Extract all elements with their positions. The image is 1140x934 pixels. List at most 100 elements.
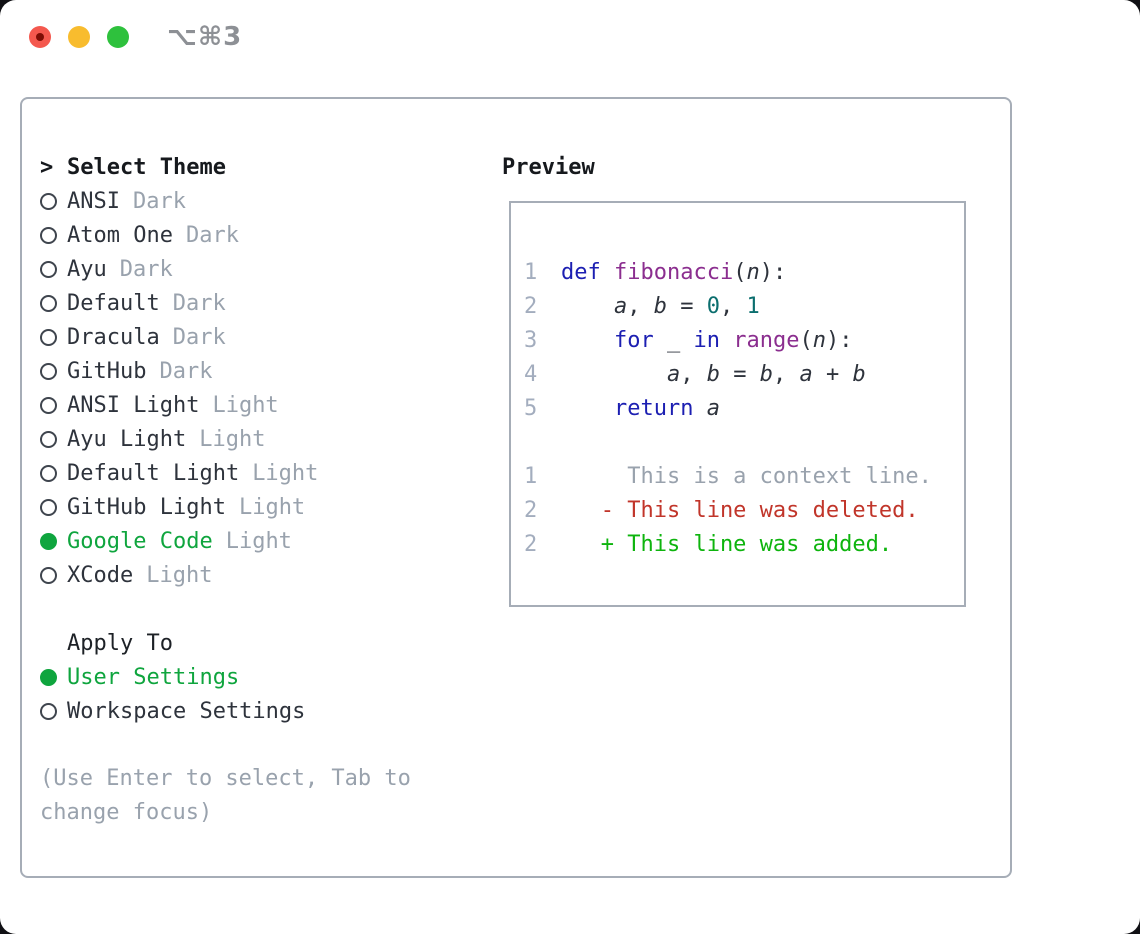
radio-selected-icon	[40, 524, 67, 558]
preview-line: 3 for _ in range(n):	[524, 323, 964, 357]
radio-selected-icon	[40, 660, 67, 694]
maximize-button[interactable]	[107, 26, 129, 48]
token-var: a	[613, 293, 628, 319]
theme-variant: Dark	[185, 222, 239, 248]
token-kw: def	[561, 259, 601, 285]
theme-name: Google Code	[67, 528, 213, 554]
theme-name: Atom One	[67, 222, 173, 248]
token-var: b	[759, 361, 773, 387]
line-number: 2	[524, 531, 538, 557]
theme-name: XCode	[67, 562, 134, 588]
token-add: + This line was added.	[561, 531, 893, 557]
token-pl: =	[666, 293, 707, 319]
keyboard-hint: (Use Enter to select, Tab to change focu…	[40, 766, 411, 825]
radio-icon	[40, 184, 67, 218]
token-var: b	[653, 293, 667, 319]
theme-variant: Light	[225, 528, 292, 554]
preview-title: Preview	[502, 154, 595, 180]
theme-name: Default	[67, 290, 160, 316]
apply-to-header: Apply To	[67, 630, 173, 656]
theme-option-xcode[interactable]: XCode Light	[40, 558, 411, 592]
theme-option-ansi-light[interactable]: ANSI Light Light	[40, 388, 411, 422]
theme-variant: Light	[238, 494, 306, 520]
token-pl	[693, 396, 706, 421]
code-text: for _ in range(n):	[561, 328, 852, 353]
apply-option-user-settings[interactable]: User Settings	[40, 660, 411, 694]
theme-name: ANSI Light	[67, 392, 200, 418]
theme-name: Ayu Light	[67, 426, 187, 452]
line-number: 5	[524, 395, 538, 421]
preview-line: 4 a, b = b, a + b	[524, 357, 964, 391]
theme-variant: Dark	[132, 188, 186, 214]
token-kw: for	[613, 327, 654, 353]
theme-option-github-light[interactable]: GitHub Light Light	[40, 490, 411, 524]
theme-name: GitHub	[67, 358, 147, 384]
token-pl: (	[799, 327, 813, 353]
select-theme-header: > Select Theme	[40, 150, 411, 184]
theme-option-ayu-light[interactable]: Ayu Light Light	[40, 422, 411, 456]
preview-line: 2 + This line was added.	[524, 527, 964, 561]
radio-icon	[40, 252, 67, 286]
theme-option-default-light[interactable]: Default Light Light	[40, 456, 411, 490]
theme-variant: Dark	[172, 324, 226, 350]
theme-option-dracula[interactable]: Dracula Dark	[40, 320, 411, 354]
minimize-button[interactable]	[68, 26, 90, 48]
token-pl: =	[719, 361, 760, 387]
token-var: b	[852, 361, 866, 387]
apply-option-label: User Settings	[67, 664, 240, 690]
theme-variant: Light	[252, 460, 319, 486]
token-pl	[561, 396, 614, 421]
code-text: return a	[561, 396, 720, 421]
token-pl: ,	[719, 293, 747, 319]
token-pl	[680, 328, 693, 353]
token-var: _	[666, 327, 681, 353]
preview-line	[524, 425, 964, 459]
preview-line: 2 a, b = 0, 1	[524, 289, 964, 323]
line-number: 2	[524, 293, 538, 319]
theme-option-ansi[interactable]: ANSI Dark	[40, 184, 411, 218]
theme-variant: Light	[146, 562, 213, 588]
token-pl: ,	[680, 361, 707, 387]
token-pl: (	[733, 259, 747, 285]
radio-icon	[40, 456, 67, 490]
window-title: ⌥⌘3	[167, 22, 243, 52]
preview-line: 1 def fibonacci(n):	[524, 255, 964, 289]
token-lit: 0	[706, 293, 720, 319]
code-text: a, b = b, a + b	[561, 362, 866, 387]
line-number: 1	[524, 259, 538, 285]
theme-name: ANSI	[67, 188, 120, 214]
close-button[interactable]	[29, 26, 51, 48]
token-var: a	[666, 361, 681, 387]
radio-icon	[40, 320, 67, 354]
theme-name: Dracula	[67, 324, 160, 350]
theme-name: Default Light	[67, 460, 240, 486]
theme-variant: Light	[212, 392, 279, 418]
preview-line: 2 - This line was deleted.	[524, 493, 964, 527]
line-number: 3	[524, 327, 538, 353]
token-kw: in	[693, 327, 720, 353]
token-del: - This line was deleted.	[561, 497, 919, 523]
select-theme-title: Select Theme	[67, 154, 226, 180]
token-pl: ,	[627, 293, 654, 319]
theme-name: GitHub Light	[67, 494, 226, 520]
theme-option-atom-one[interactable]: Atom One Dark	[40, 218, 411, 252]
token-ctx: This is a context line.	[561, 463, 932, 489]
radio-icon	[40, 422, 67, 456]
theme-option-google-code[interactable]: Google Code Light	[40, 524, 411, 558]
token-pl	[720, 328, 733, 353]
token-pl	[561, 294, 614, 319]
code-text: a, b = 0, 1	[561, 294, 760, 319]
token-fn: range	[733, 327, 800, 353]
code-text: def fibonacci(n):	[561, 260, 786, 285]
theme-variant: Light	[199, 426, 266, 452]
apply-option-workspace-settings[interactable]: Workspace Settings	[40, 694, 411, 728]
radio-icon	[40, 694, 67, 728]
radio-icon	[40, 286, 67, 320]
